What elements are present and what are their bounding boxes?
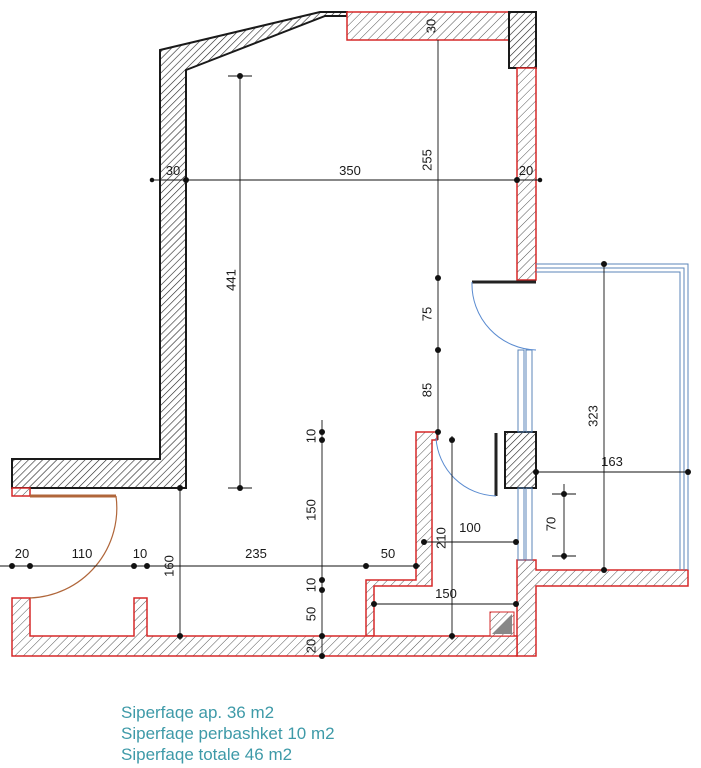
windows: [517, 349, 533, 561]
dim-window-segment: 85: [419, 383, 434, 397]
dim-bottom-a: 50: [303, 607, 318, 621]
dim-door-segment: 75: [419, 307, 434, 321]
dim-balcony-depth: 323: [585, 405, 600, 427]
dimension-labels: 30 30 350 20 255 441 75 85 323 163 10 15…: [15, 19, 623, 653]
dim-small-a: 10: [303, 429, 318, 443]
dim-bath-width: 100: [459, 520, 481, 535]
right-wall-upper: [516, 67, 537, 281]
dim-entry-jamb: 10: [133, 546, 147, 561]
dim-window-height: 70: [543, 517, 558, 531]
dim-step-width: 50: [381, 546, 395, 561]
dimension-lines: [0, 40, 691, 659]
dim-mid-height: 150: [303, 499, 318, 521]
area-total: Siperfaqe totale 46 m2: [121, 745, 293, 764]
dim-right-wall: 20: [519, 163, 533, 178]
walls: [11, 11, 689, 657]
dim-bath-height: 210: [433, 527, 448, 549]
dim-top-wall: 30: [423, 19, 438, 33]
area-apartment: Siperfaqe ap. 36 m2: [121, 703, 275, 722]
dim-room-width: 350: [339, 163, 361, 178]
bathroom-wall: [365, 431, 438, 637]
dim-upper-height: 255: [419, 149, 434, 171]
area-summary: Siperfaqe ap. 36 m2 Siperfaqe perbashket…: [121, 702, 335, 765]
balcony-rail: [536, 263, 689, 570]
dim-left-edge: 20: [15, 546, 29, 561]
dim-balcony-width: 163: [601, 454, 623, 469]
dim-left-height: 441: [223, 269, 238, 291]
area-common: Siperfaqe perbashket 10 m2: [121, 724, 335, 743]
right-wall-lower: [516, 559, 689, 657]
dim-bottom-wall: 20: [303, 639, 318, 653]
dim-lower-width: 235: [245, 546, 267, 561]
dim-entry-width: 110: [72, 546, 93, 561]
dim-small-b: 10: [303, 578, 318, 592]
dim-left-wall: 30: [166, 163, 180, 178]
top-wall: [346, 11, 510, 41]
mid-column: [504, 431, 537, 489]
bottom-wall: [11, 597, 518, 657]
left-exterior-wall: [11, 11, 348, 489]
entry-wall-stub: [11, 487, 31, 497]
dim-bath-bottom-width: 150: [435, 586, 457, 601]
doors: [29, 280, 537, 599]
top-right-column: [508, 11, 537, 69]
dim-entry-depth: 160: [161, 555, 176, 577]
